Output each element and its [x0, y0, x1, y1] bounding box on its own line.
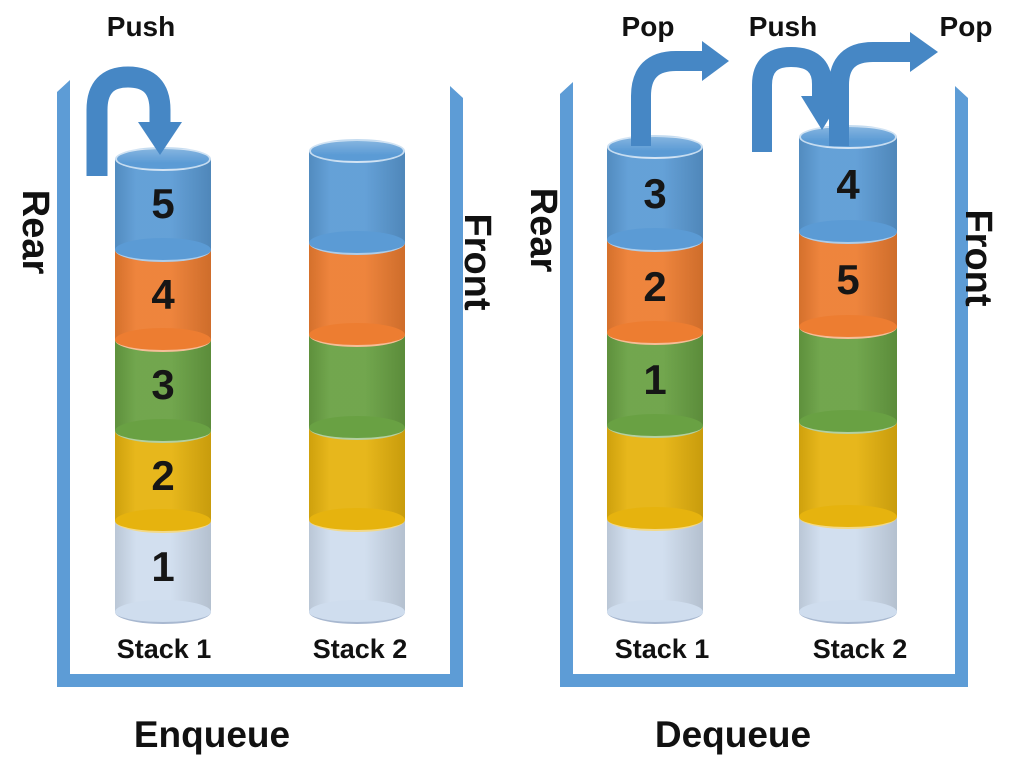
arrow-shaft: [631, 51, 702, 146]
enqueue-stack2: [309, 139, 405, 625]
segment-number: 3: [643, 169, 667, 217]
segment-number: 1: [643, 355, 667, 403]
stack-segment: [309, 427, 405, 532]
stack-segment: 2: [115, 430, 211, 534]
dequeue-stack1: 3 2 1: [607, 135, 703, 624]
dequeue-push-label: Push: [748, 11, 818, 42]
pop-arrow-stack2-icon: [829, 32, 938, 146]
segment-rim: [115, 509, 211, 534]
arrow-head: [138, 122, 182, 155]
stack-segment: 1: [115, 521, 211, 624]
segment-rim: [309, 507, 405, 532]
cylinder-cap: [309, 139, 405, 163]
enqueue-rear-label: Rear: [14, 189, 57, 275]
dequeue-stack2-label: Stack 2: [812, 634, 908, 664]
dequeue-wall-bottom: [560, 674, 968, 687]
stack-segment: [309, 243, 405, 348]
enqueue-stack2-label: Stack 2: [312, 634, 408, 664]
segment-number: 2: [643, 262, 667, 310]
pop-arrow-stack1-icon: [631, 41, 729, 146]
arrow-shaft: [752, 46, 832, 152]
segment-rim: [309, 600, 405, 625]
enqueue-wall-front: [450, 86, 463, 687]
segment-rim: [799, 220, 897, 244]
segment-number: 3: [151, 361, 175, 409]
stack-segment: 4: [799, 137, 897, 244]
stack-segment: 3: [607, 147, 703, 252]
stack-segment: [309, 335, 405, 440]
arrow-head: [910, 32, 938, 72]
segment-rim: [115, 418, 211, 443]
segment-number: 5: [836, 255, 860, 303]
stack-segment: [309, 151, 405, 256]
cylinder-cap: [607, 135, 703, 159]
enqueue-title: Enqueue: [133, 714, 291, 755]
stack-segment: 5: [115, 159, 211, 262]
push-arrow-stack2-icon: [752, 46, 843, 152]
dequeue-rear-label: Rear: [522, 187, 565, 273]
dequeue-wall-rear: [560, 82, 573, 687]
segment-rim: [799, 600, 897, 624]
push-arrow-icon: [86, 66, 182, 176]
cylinder-cap: [115, 147, 211, 171]
segment-rim: [607, 507, 703, 531]
enqueue-stack1: 5 4 3 2 1: [115, 147, 211, 624]
segment-rim: [309, 415, 405, 440]
dequeue-stack2: 4 5: [799, 125, 897, 624]
segment-number: 4: [836, 160, 860, 208]
stack-segment: 2: [607, 240, 703, 345]
segment-rim: [115, 237, 211, 262]
enqueue-wall-rear: [57, 80, 70, 687]
segment-rim: [799, 315, 897, 339]
segment-rim: [309, 231, 405, 256]
segment-rim: [799, 505, 897, 529]
stack-segment: 4: [115, 249, 211, 353]
enqueue-wall-bottom: [57, 674, 463, 687]
enqueue-push-label: Push: [106, 11, 176, 42]
segment-number: 5: [151, 180, 175, 228]
stack-segment: [607, 519, 703, 624]
dequeue-front-label: Front: [957, 209, 1000, 307]
enqueue-front-label: Front: [456, 213, 499, 311]
stack-segment: [799, 517, 897, 624]
segment-rim: [115, 328, 211, 353]
dequeue-wall-front: [955, 86, 968, 687]
stack-segment: [799, 422, 897, 529]
stack-segment: 1: [607, 333, 703, 438]
segment-rim: [607, 414, 703, 438]
segment-rim: [799, 410, 897, 434]
segment-rim: [115, 599, 211, 624]
arrow-head: [702, 41, 729, 81]
dequeue-stack1-label: Stack 1: [614, 634, 710, 664]
segment-rim: [607, 600, 703, 624]
dequeue-pop-left-label: Pop: [621, 11, 675, 42]
stack-segment: [607, 426, 703, 531]
dequeue-title: Dequeue: [654, 714, 812, 755]
segment-rim: [607, 228, 703, 252]
segment-number: 2: [151, 452, 175, 500]
arrow-head: [801, 96, 843, 130]
segment-number: 4: [151, 270, 175, 318]
segment-rim: [309, 323, 405, 348]
dequeue-pop-right-label: Pop: [939, 11, 993, 42]
enqueue-stack1-label: Stack 1: [116, 634, 212, 664]
stack-segment: [309, 519, 405, 625]
stack-segment: [799, 327, 897, 434]
arrow-shaft: [829, 42, 910, 146]
stack-segment: 5: [799, 232, 897, 339]
stack-segment: 3: [115, 340, 211, 443]
arrow-shaft: [86, 66, 171, 176]
segment-rim: [607, 321, 703, 345]
segment-number: 1: [151, 542, 175, 590]
